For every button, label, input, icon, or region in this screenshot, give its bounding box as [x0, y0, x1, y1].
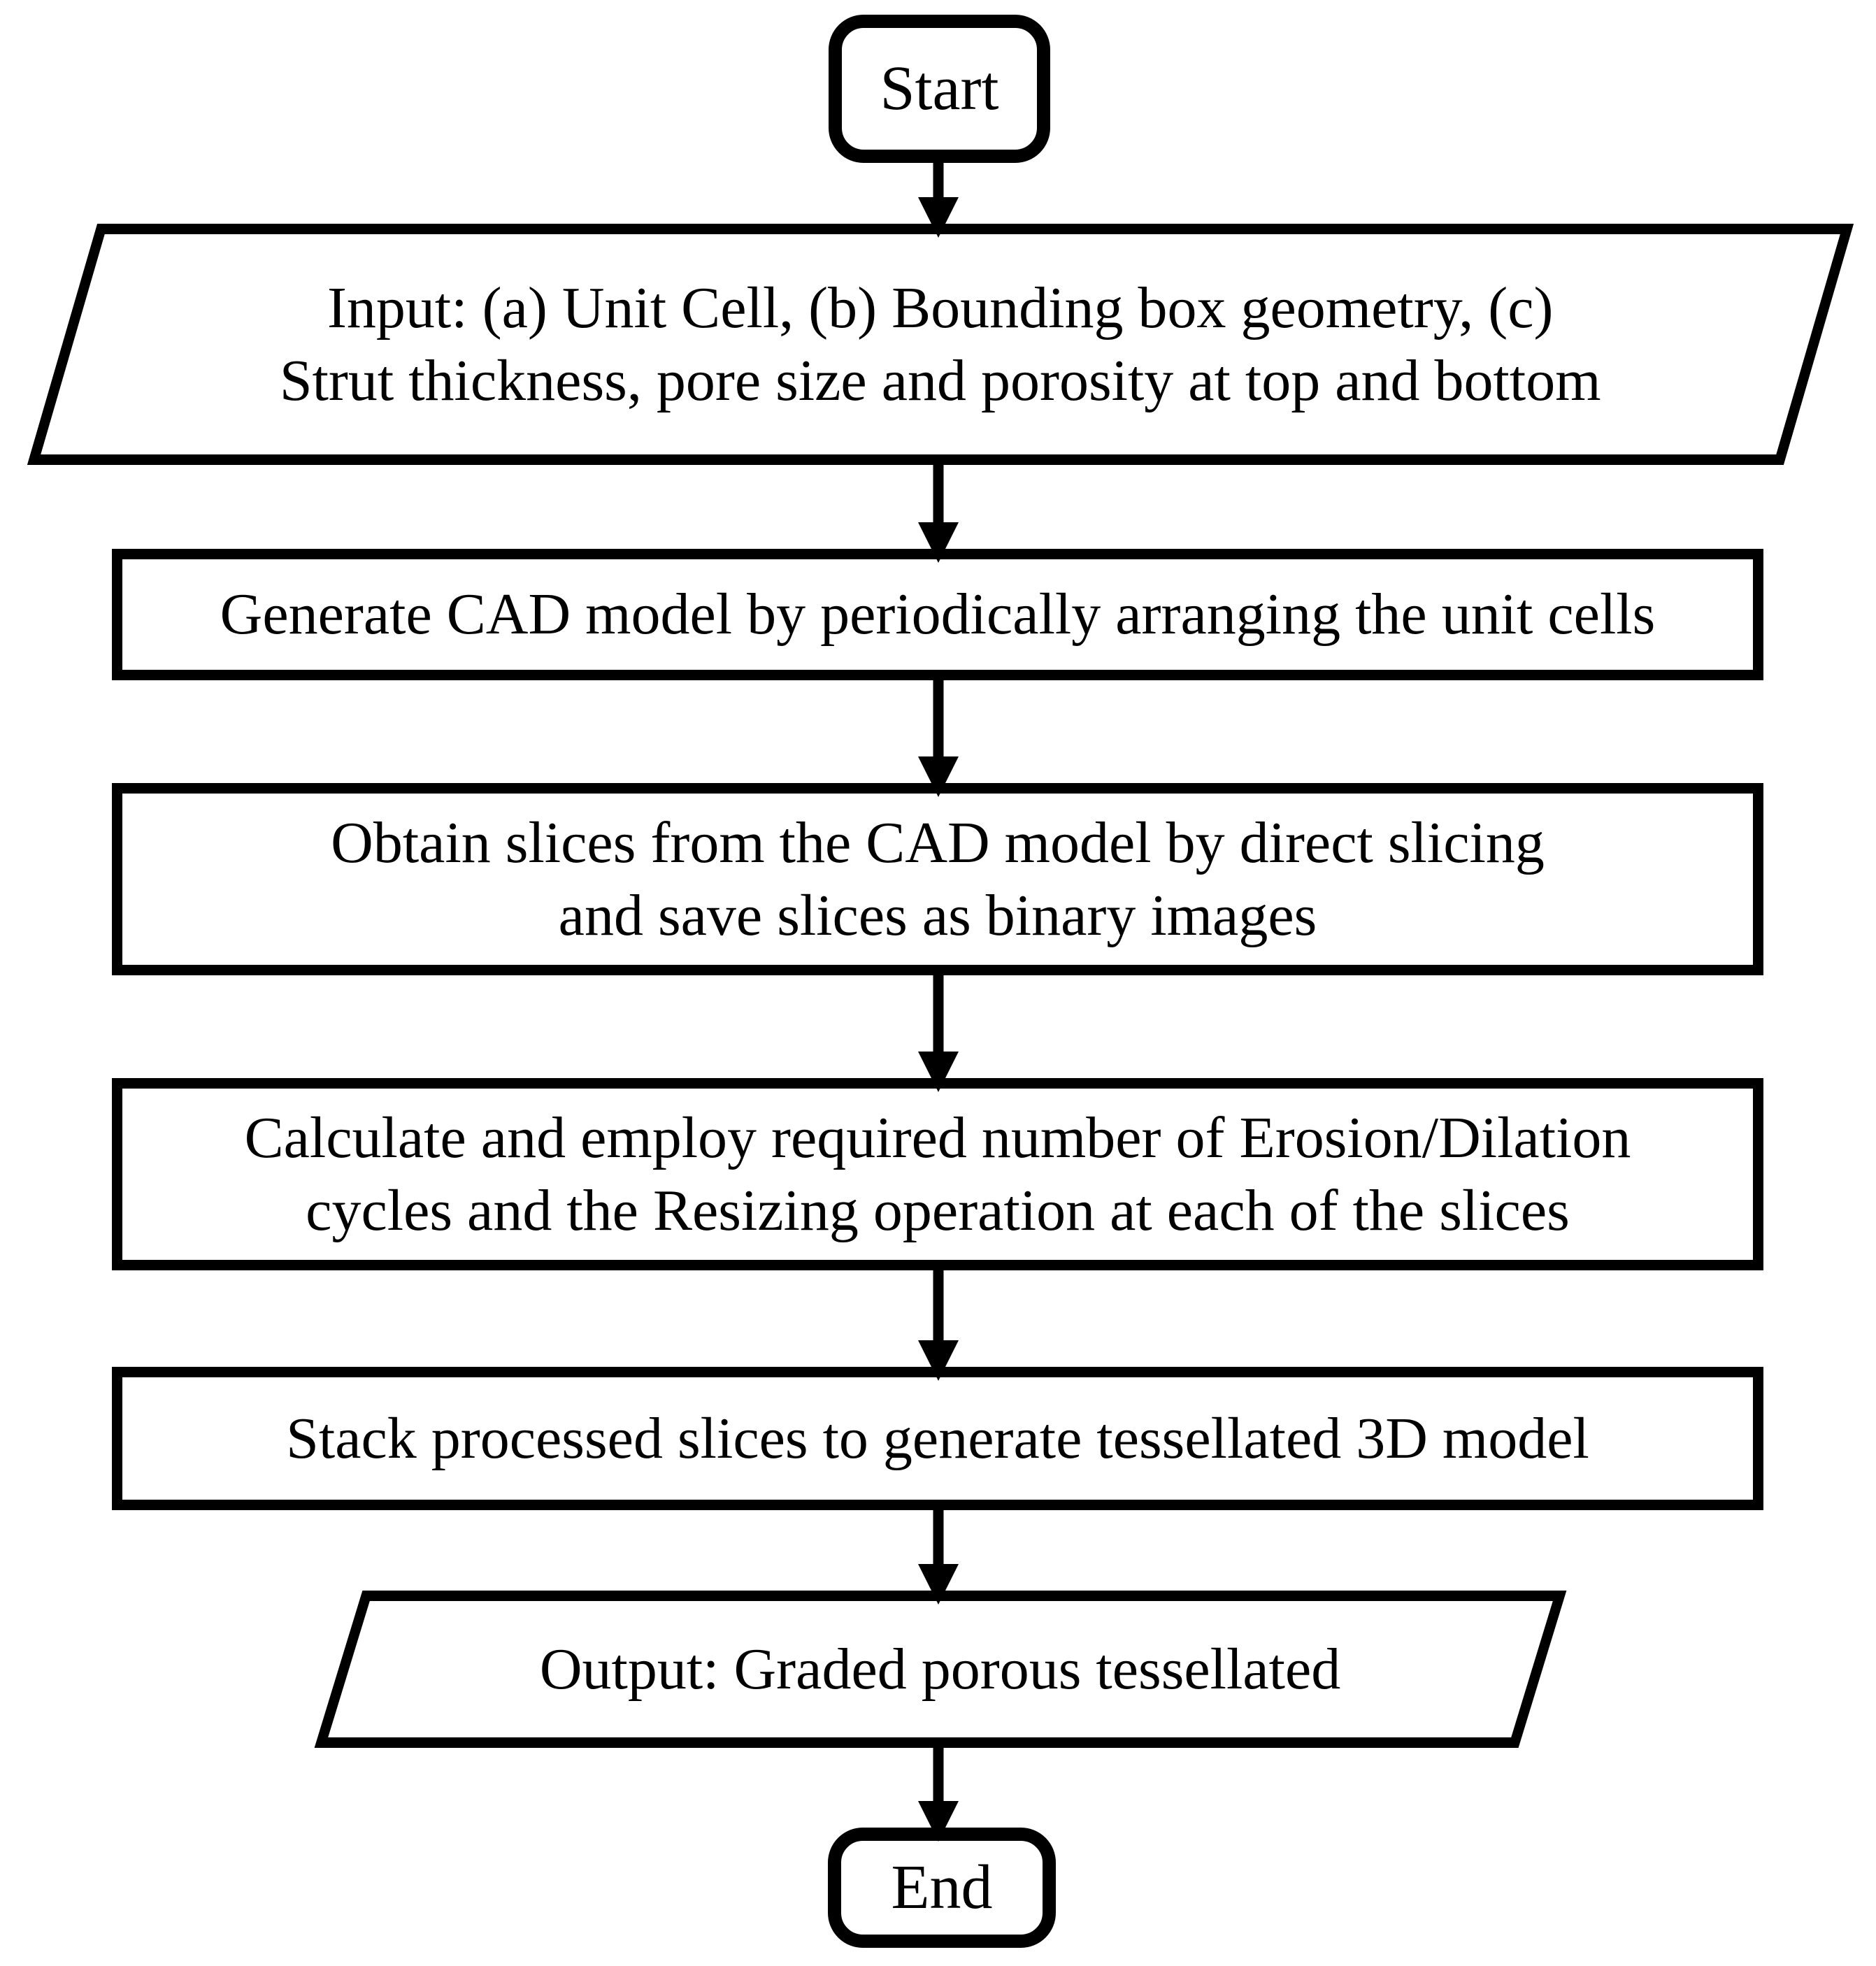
arrow-output-to-end	[918, 1744, 959, 1842]
node-label-line: Output: Graded porous tessellated	[540, 1636, 1341, 1702]
flowchart-node-calculate-erosion-dilation: Calculate and employ required number of …	[112, 1078, 1763, 1270]
arrow-shaft	[933, 1744, 944, 1809]
arrow-obtain-to-calculate	[918, 972, 959, 1092]
flowchart-node-end: End	[828, 1828, 1056, 1948]
node-label-line: cycles and the Resizing operation at eac…	[306, 1177, 1570, 1243]
arrow-head-icon	[918, 1340, 959, 1381]
arrow-shaft	[933, 159, 944, 206]
arrow-calculate-to-stack	[918, 1267, 959, 1381]
arrow-shaft	[933, 1267, 944, 1349]
arrow-head-icon	[918, 1564, 959, 1605]
arrow-input-to-generate	[918, 461, 959, 563]
arrow-generate-to-obtain	[918, 677, 959, 797]
node-label: End	[891, 1853, 993, 1922]
node-label-line: and save slices as binary images	[558, 882, 1317, 948]
flowchart-node-generate-cad: Generate CAD model by periodically arran…	[112, 549, 1763, 680]
arrow-start-to-input	[918, 159, 959, 238]
arrow-head-icon	[918, 197, 959, 238]
flowchart-node-stack-slices: Stack processed slices to generate tesse…	[112, 1367, 1763, 1510]
flowchart-node-start: Start	[829, 15, 1050, 163]
arrow-head-icon	[918, 756, 959, 797]
flowchart-node-input: Input: (a) Unit Cell, (b) Bounding box g…	[27, 224, 1854, 465]
node-label-block: Output: Graded porous tessellated	[540, 1633, 1340, 1706]
node-label-line: Stack processed slices to generate tesse…	[286, 1405, 1589, 1471]
arrow-shaft	[933, 677, 944, 765]
node-label-line: Input: (a) Unit Cell, (b) Bounding box g…	[327, 275, 1554, 340]
flowchart-node-output: Output: Graded porous tessellated	[314, 1591, 1567, 1748]
flowchart-node-obtain-slices: Obtain slices from the CAD model by dire…	[112, 783, 1763, 975]
node-label-line: Calculate and employ required number of …	[244, 1105, 1631, 1170]
arrow-head-icon	[918, 1052, 959, 1092]
node-label-line: Obtain slices from the CAD model by dire…	[331, 810, 1545, 875]
arrow-shaft	[933, 972, 944, 1060]
arrow-shaft	[933, 1507, 944, 1572]
arrow-stack-to-output	[918, 1507, 959, 1605]
arrow-head-icon	[918, 522, 959, 563]
arrow-head-icon	[918, 1801, 959, 1842]
arrow-shaft	[933, 461, 944, 531]
node-label: Start	[880, 54, 999, 123]
node-label-line: Generate CAD model by periodically arran…	[220, 582, 1656, 647]
node-label-line: Strut thickness, pore size and porosity …	[280, 347, 1601, 413]
node-label-block: Input: (a) Unit Cell, (b) Bounding box g…	[280, 272, 1601, 417]
